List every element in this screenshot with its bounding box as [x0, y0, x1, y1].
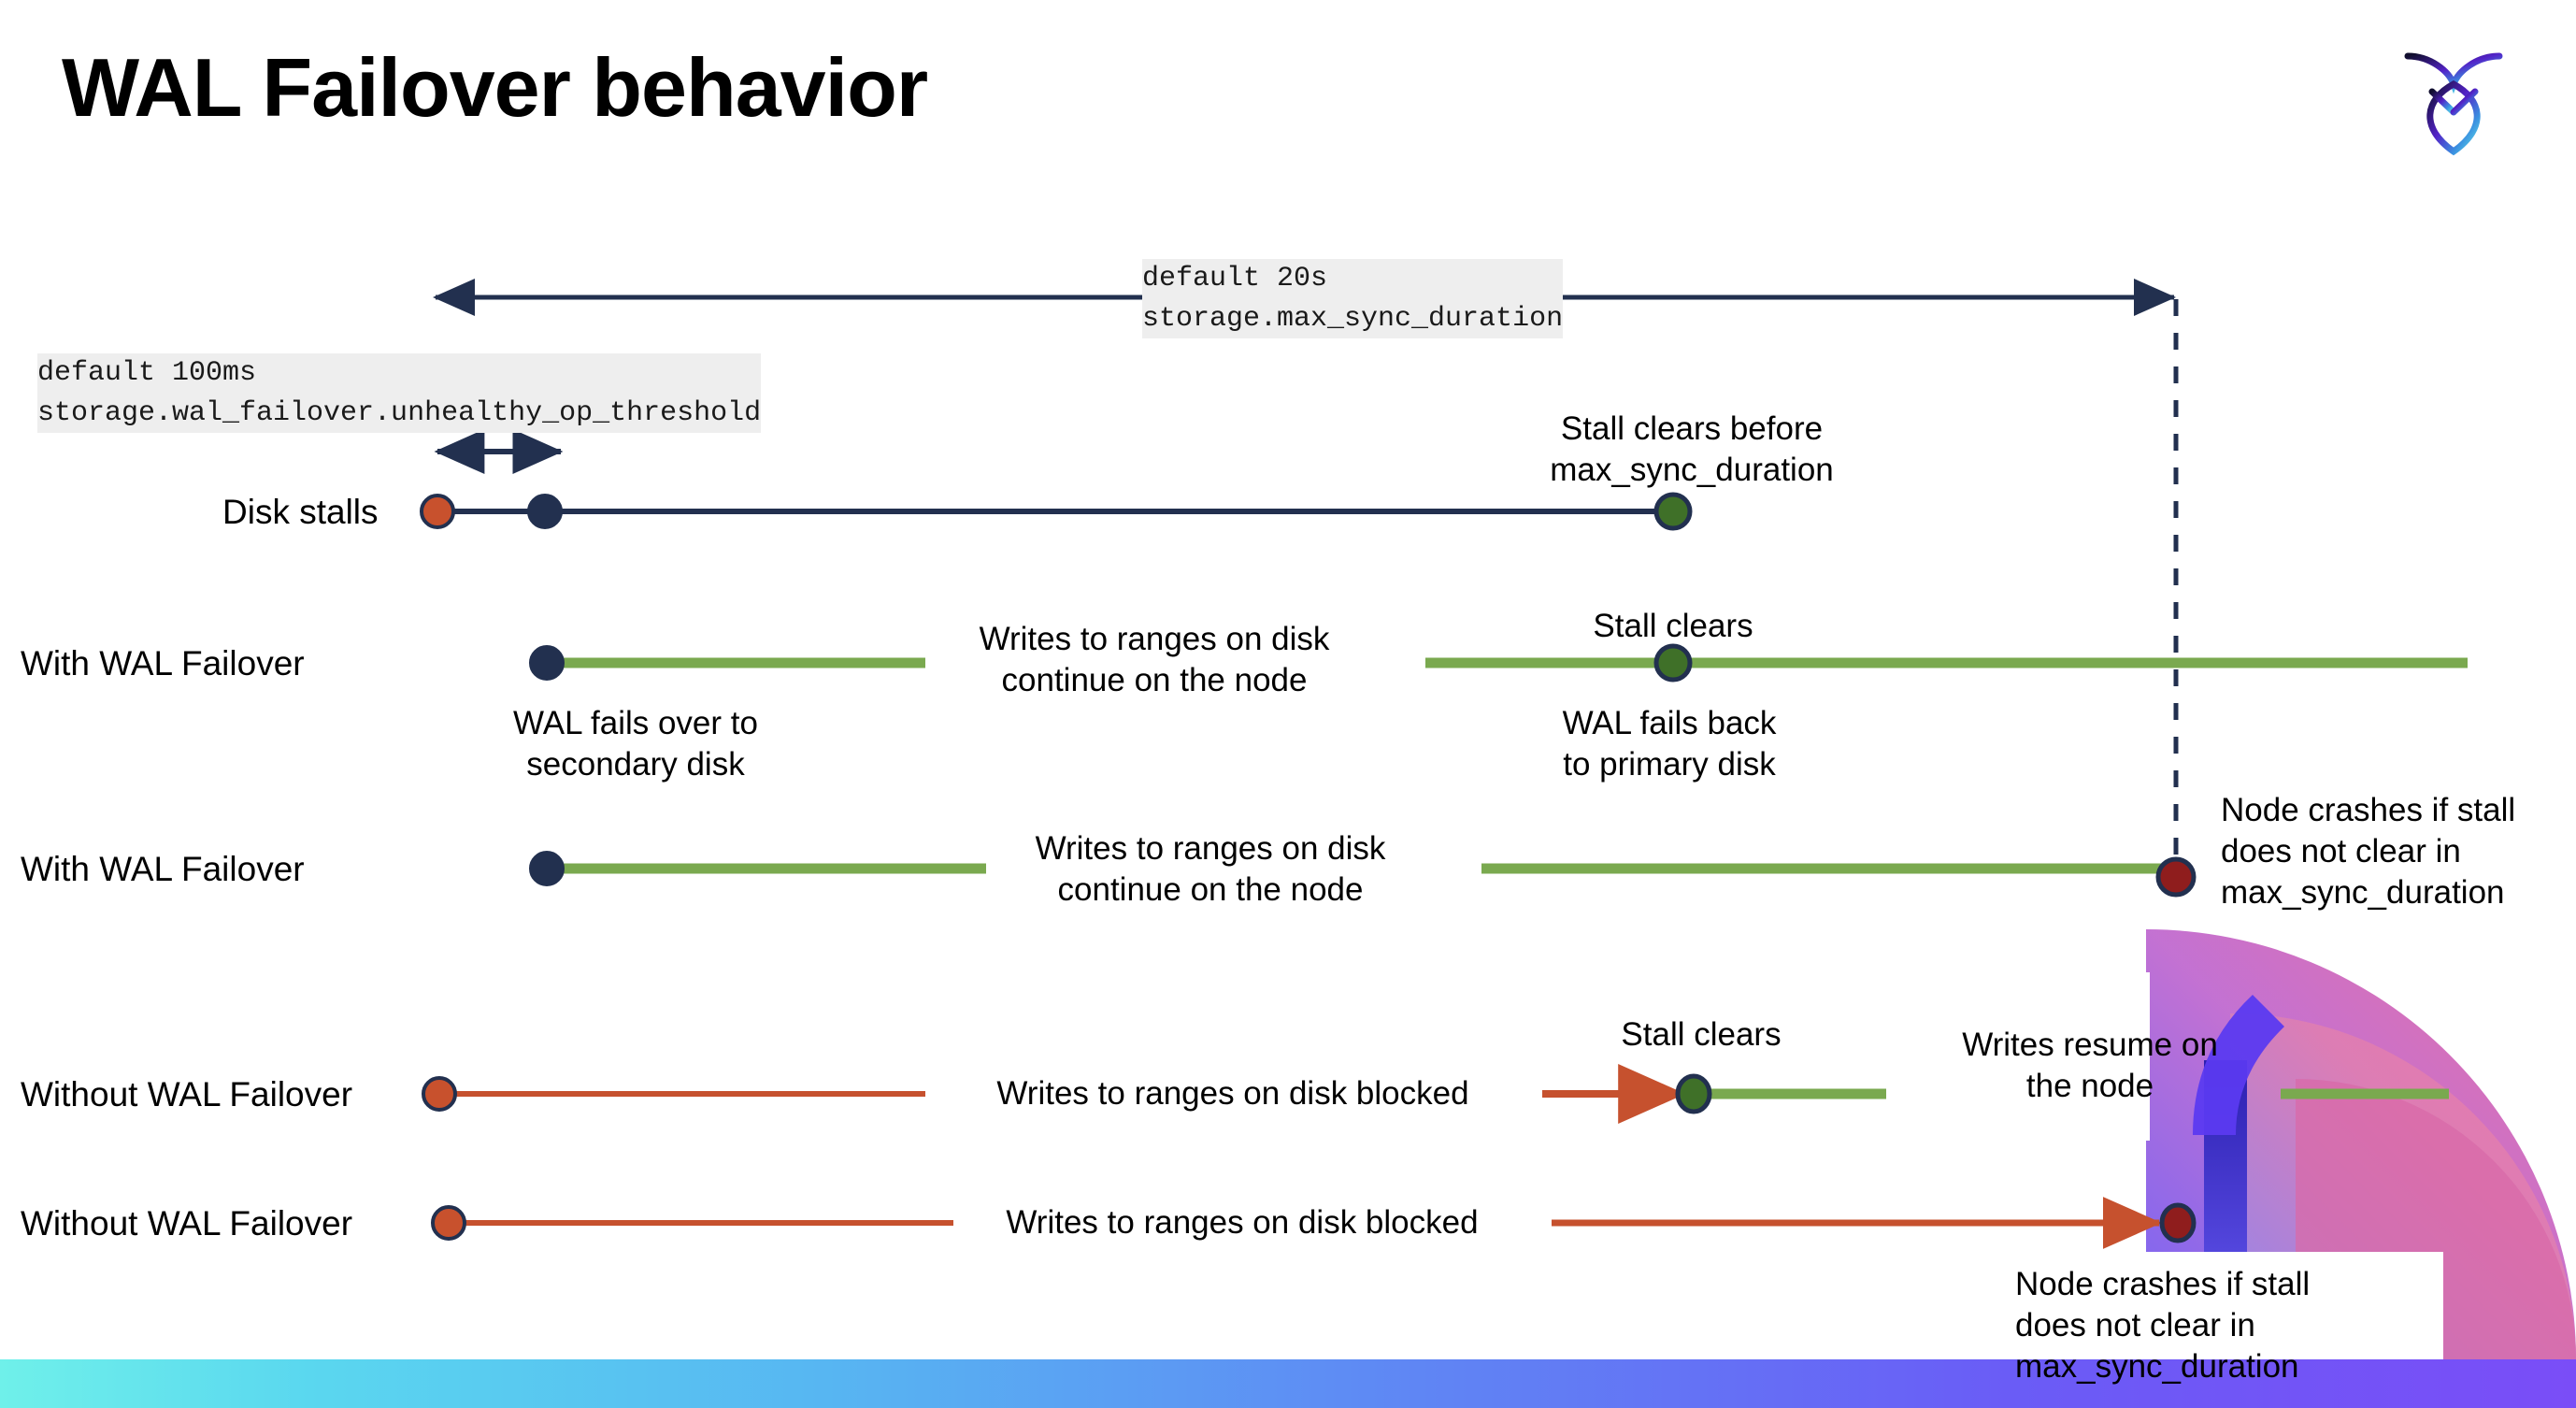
max-sync-duration-annotation: default 20s storage.max_sync_duration — [1142, 259, 1564, 339]
callout-writes-resume: Writes resume on the node — [1912, 1025, 2268, 1107]
callout-line-1: Writes to ranges on disk blocked — [1006, 1204, 1479, 1241]
row-label-without-wal-failover-1: Without WAL Failover — [21, 1075, 353, 1113]
writes-resume-mask — [1907, 972, 2150, 1141]
max-sync-default: default 20s — [1142, 263, 1328, 295]
callout-line-1: WAL fails over to — [513, 705, 758, 741]
row-label-with-wal-failover-2: With WAL Failover — [21, 850, 305, 888]
row-label-disk-stalls: Disk stalls — [222, 493, 379, 531]
callout-line-1: Stall clears before — [1560, 410, 1824, 447]
callout-line-2: does not clear in — [2221, 833, 2461, 870]
callout-line-2: to primary disk — [1563, 746, 1776, 783]
callout-line-1: Stall clears — [1593, 608, 1753, 644]
callout-writes-continue-1: Writes to ranges on disk continue on the… — [944, 619, 1365, 701]
callout-line-2: does not clear in — [2015, 1307, 2255, 1344]
row-disk-stalls-track — [420, 492, 1693, 531]
bottom-gradient-bar — [0, 1359, 2576, 1408]
callout-line-1: Node crashes if stall — [2015, 1266, 2311, 1302]
callout-line-2: max_sync_duration — [1550, 452, 1834, 489]
callout-writes-blocked-1: Writes to ranges on disk blocked — [938, 1073, 1527, 1114]
callout-line-2: continue on the node — [1001, 662, 1308, 699]
page-title: WAL Failover behavior — [62, 41, 928, 134]
row-with-wal-failover-2-track — [529, 851, 2197, 898]
callout-line-1: Node crashes if stall — [2221, 792, 2516, 828]
unhealthy-op-threshold-annotation: default 100ms storage.wal_failover.unhea… — [37, 353, 762, 434]
row-without-wal-failover-2-track — [431, 1197, 2197, 1249]
callout-line-1: Stall clears — [1621, 1016, 1782, 1053]
callout-line-2: secondary disk — [526, 746, 745, 783]
callout-line-2: the node — [2025, 1068, 2154, 1105]
unhealthy-setting: storage.wal_failover.unhealthy_op_thresh… — [37, 396, 762, 429]
callout-line-1: Writes to ranges on disk — [979, 621, 1330, 657]
callout-node-crashes-1: Node crashes if stall does not clear in … — [2221, 790, 2576, 913]
callout-line-3: max_sync_duration — [2015, 1348, 2299, 1386]
callout-stall-clears-before: Stall clears before max_sync_duration — [1524, 409, 1860, 491]
max-sync-setting: storage.max_sync_duration — [1142, 302, 1564, 335]
callout-line-1: WAL fails back — [1562, 705, 1777, 741]
callout-wal-fails-back: WAL fails back to primary disk — [1492, 703, 1847, 785]
callout-stall-clears-2: Stall clears — [1524, 1014, 1879, 1056]
callout-writes-blocked-2: Writes to ranges on disk blocked — [948, 1202, 1537, 1243]
row-label-with-wal-failover-1: With WAL Failover — [21, 644, 305, 682]
callout-line-1: Writes to ranges on disk — [1035, 830, 1386, 867]
callout-line-1: Writes resume on — [1962, 1027, 2218, 1063]
callout-writes-continue-2: Writes to ranges on disk continue on the… — [1000, 828, 1421, 911]
unhealthy-default: default 100ms — [37, 357, 257, 389]
row-with-wal-failover-1-track — [529, 643, 2468, 682]
callout-line-2: continue on the node — [1057, 871, 1364, 909]
callout-stall-clears-1: Stall clears — [1496, 606, 1851, 647]
row-label-without-wal-failover-2: Without WAL Failover — [21, 1204, 353, 1243]
cockroachdb-logo-icon — [2374, 26, 2533, 166]
callout-node-blue: Node crashes if stall does not clear in … — [2015, 1264, 2408, 1387]
row-without-wal-failover-1-track — [422, 1064, 2449, 1124]
callout-line-3: max_sync_duration — [2221, 874, 2505, 912]
callout-wal-fails-over: WAL fails over to secondary disk — [449, 703, 823, 785]
callout-line-1: Writes to ranges on disk blocked — [996, 1075, 1469, 1112]
